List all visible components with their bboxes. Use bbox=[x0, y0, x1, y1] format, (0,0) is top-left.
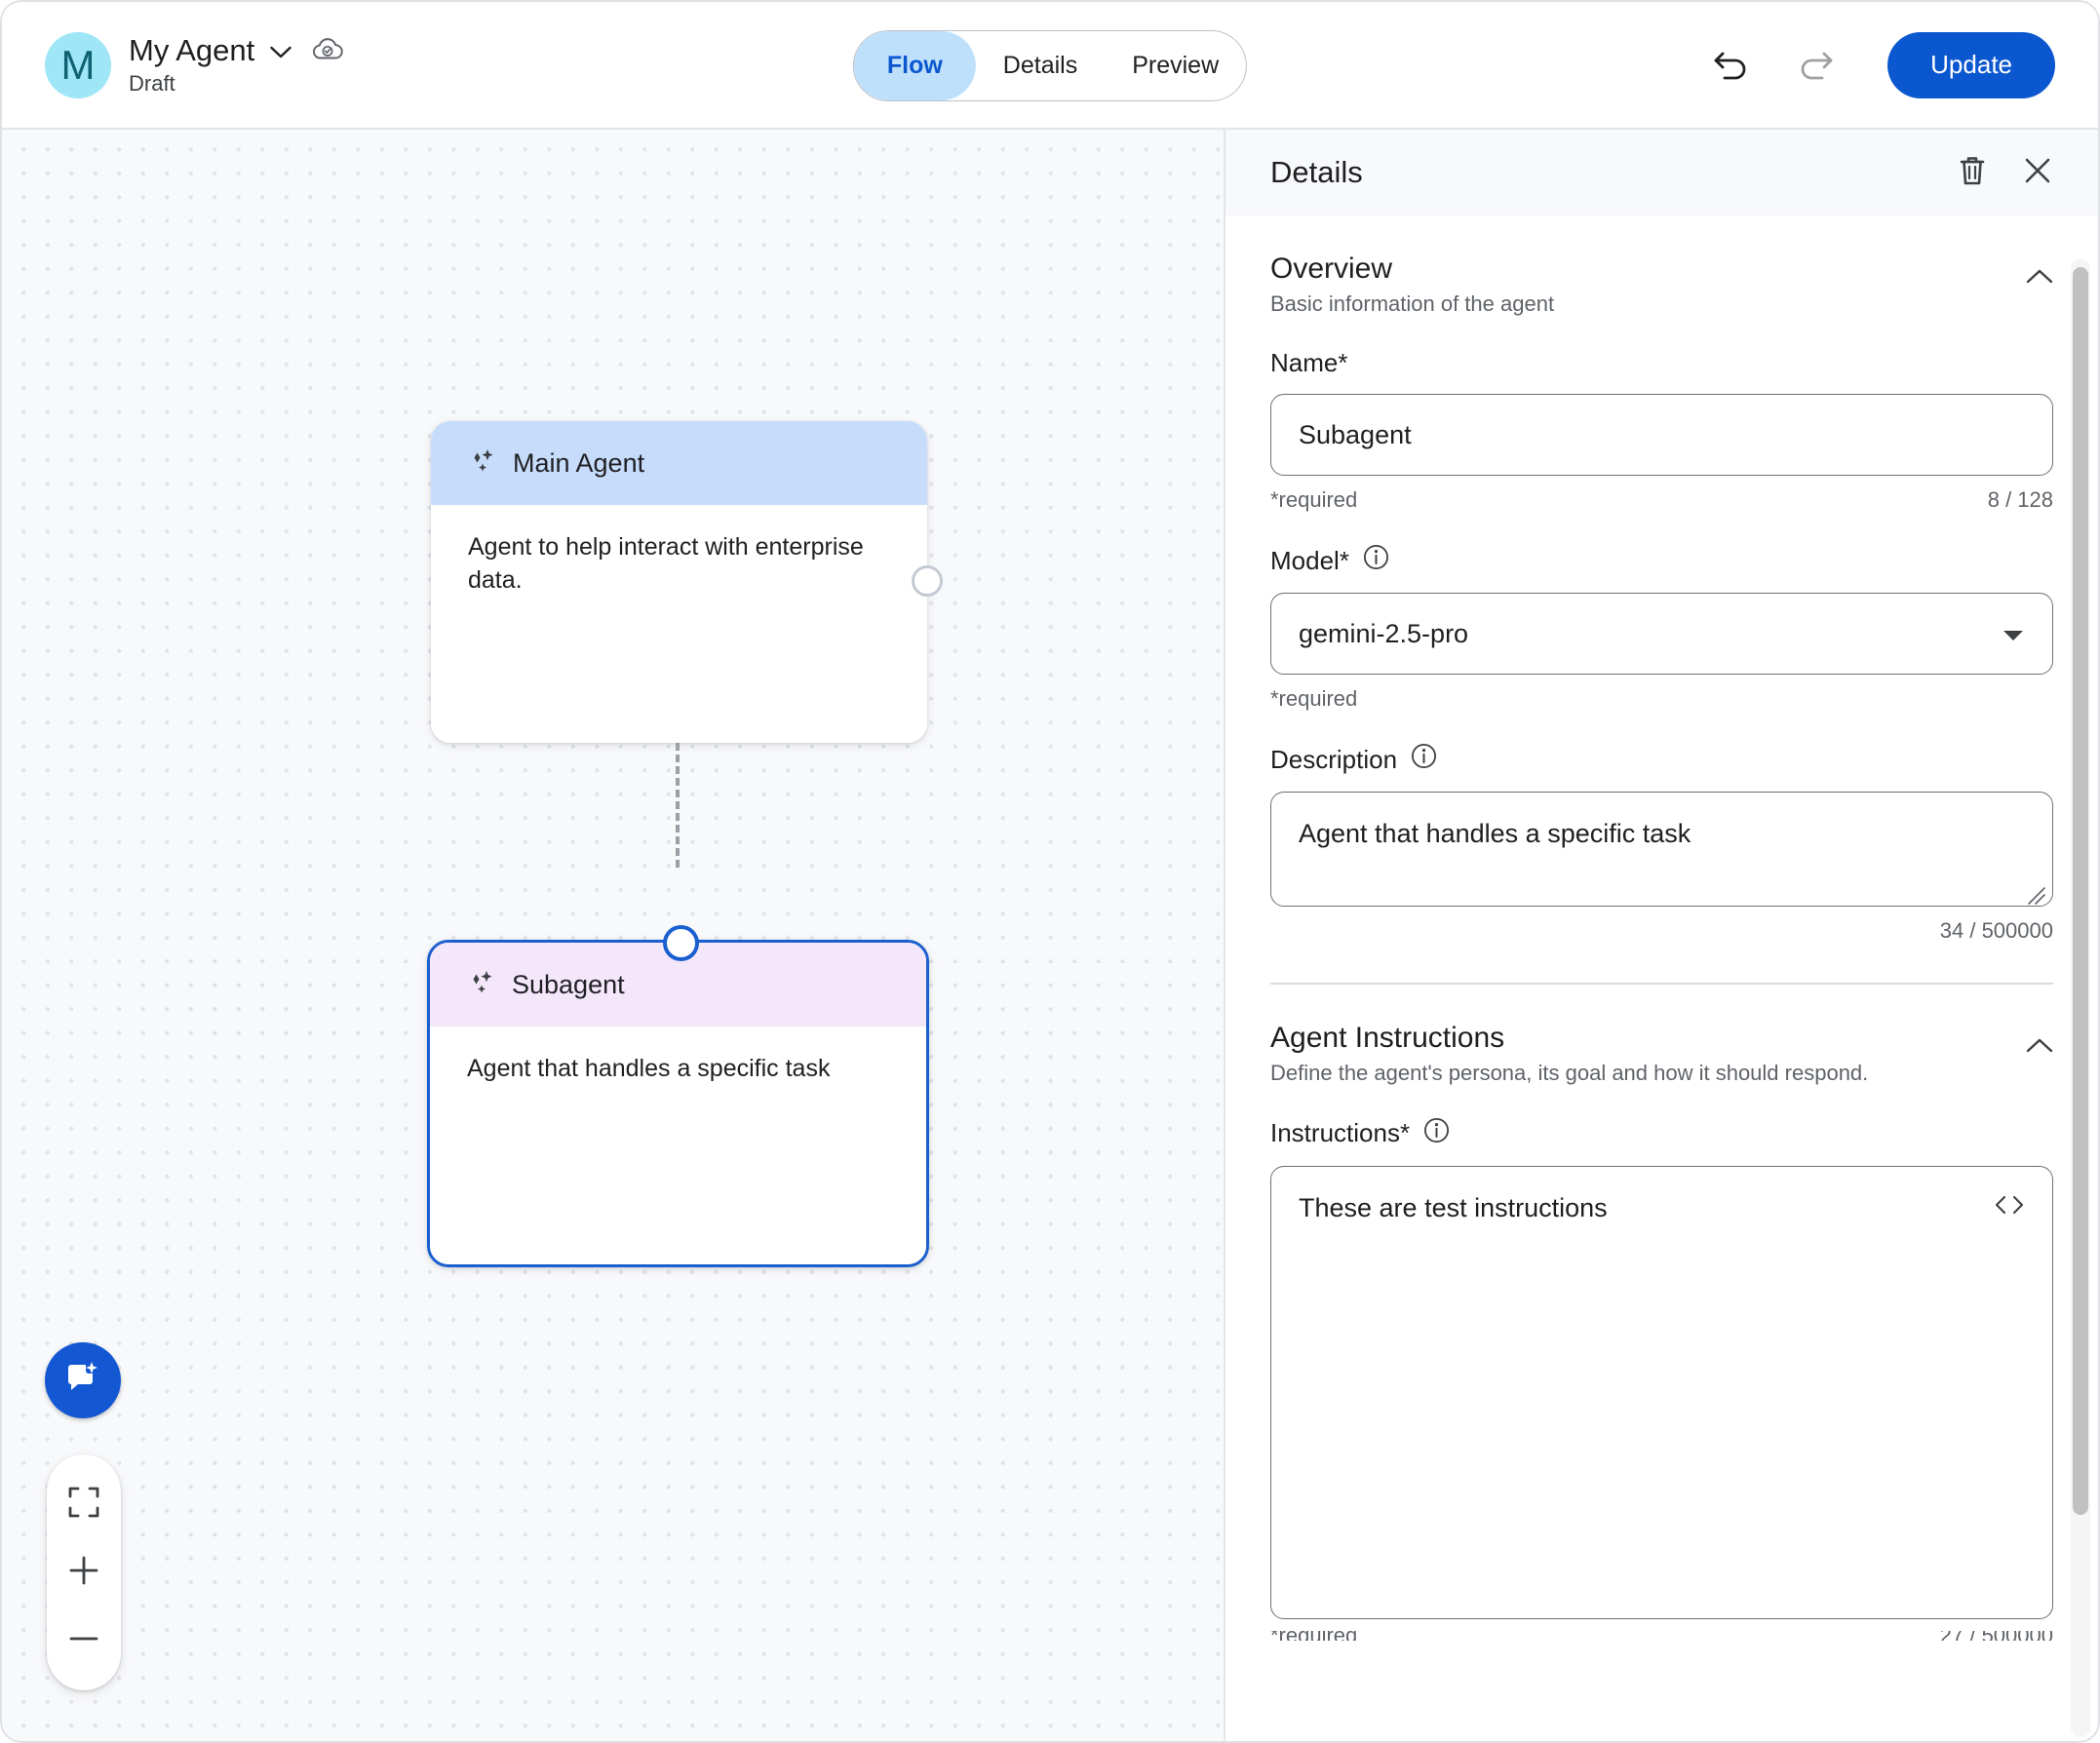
tab-details[interactable]: Details bbox=[1002, 52, 1078, 79]
field-label: Description bbox=[1270, 744, 1398, 774]
field-name: Name* *required 8 / 128 bbox=[1270, 348, 2053, 513]
chevron-up-icon[interactable] bbox=[2026, 1037, 2053, 1059]
section-agent-instructions-header: Agent Instructions Define the agent's pe… bbox=[1270, 985, 2053, 1086]
description-char-counter: 34 / 500000 bbox=[1939, 918, 2053, 943]
caret-down-icon bbox=[2002, 619, 2025, 649]
sparkle-icon bbox=[467, 967, 496, 1003]
model-select[interactable]: gemini-2.5-pro bbox=[1270, 593, 2053, 675]
node-header: Main Agent bbox=[431, 421, 927, 505]
name-input[interactable] bbox=[1270, 394, 2053, 476]
info-icon[interactable] bbox=[1411, 743, 1437, 776]
sparkle-icon bbox=[468, 445, 497, 482]
instructions-char-counter: 27 / 500000 bbox=[1940, 1631, 2053, 1641]
chevron-up-icon[interactable] bbox=[2026, 268, 2053, 290]
close-icon[interactable] bbox=[2022, 155, 2053, 191]
field-instructions: Instructions* These are test instruction… bbox=[1270, 1117, 2053, 1641]
view-tabs: Flow Details Preview bbox=[852, 30, 1248, 101]
instructions-value: These are test instructions bbox=[1299, 1192, 1608, 1222]
section-title: Agent Instructions bbox=[1270, 1021, 1505, 1054]
details-panel: Details bbox=[1224, 130, 2098, 1741]
section-overview-header: Overview Basic information of the agent bbox=[1270, 215, 2053, 317]
cloud-saved-icon bbox=[311, 36, 344, 66]
node-title: Main Agent bbox=[513, 447, 645, 478]
node-title: Subagent bbox=[512, 969, 625, 999]
description-textarea[interactable]: Agent that handles a specific task bbox=[1270, 792, 2053, 907]
name-required-hint: *required bbox=[1270, 487, 1358, 512]
avatar: M bbox=[45, 31, 111, 98]
details-panel-scrollbar[interactable] bbox=[2071, 259, 2090, 1737]
top-bar: M My Agent Draft bbox=[2, 2, 2098, 130]
field-label: Instructions* bbox=[1270, 1118, 1411, 1147]
field-description: Description Agent that handles a specifi… bbox=[1270, 743, 2053, 944]
scrollbar-thumb[interactable] bbox=[2073, 267, 2088, 1515]
info-icon[interactable] bbox=[1423, 1117, 1450, 1150]
resize-handle-icon[interactable] bbox=[2025, 879, 2046, 905]
flow-node-main-agent[interactable]: Main Agent Agent to help interact with e… bbox=[431, 421, 943, 743]
zoom-out-icon bbox=[65, 1620, 102, 1662]
node-handle-right[interactable] bbox=[912, 565, 943, 597]
chevron-down-icon[interactable] bbox=[270, 46, 292, 58]
fit-to-screen-button[interactable] bbox=[47, 1472, 121, 1536]
field-label: Model* bbox=[1270, 545, 1349, 575]
name-char-counter: 8 / 128 bbox=[1987, 487, 2053, 512]
model-required-hint: *required bbox=[1270, 686, 1358, 711]
zoom-in-button[interactable] bbox=[47, 1540, 121, 1605]
info-icon[interactable] bbox=[1363, 544, 1389, 577]
fit-to-screen-icon bbox=[67, 1486, 100, 1524]
node-description: Agent to help interact with enterprise d… bbox=[431, 505, 927, 597]
node-connector bbox=[676, 743, 680, 868]
zoom-out-button[interactable] bbox=[47, 1608, 121, 1673]
details-panel-title: Details bbox=[1270, 155, 1363, 189]
tab-flow[interactable]: Flow bbox=[853, 31, 976, 100]
section-title: Overview bbox=[1270, 252, 1393, 285]
tab-preview[interactable]: Preview bbox=[1132, 52, 1220, 79]
node-description: Agent that handles a specific task bbox=[430, 1026, 926, 1085]
details-panel-body[interactable]: Overview Basic information of the agent … bbox=[1225, 215, 2098, 1741]
chat-assist-button[interactable] bbox=[45, 1342, 121, 1418]
flow-node-subagent[interactable]: Subagent Agent that handles a specific t… bbox=[427, 925, 929, 1267]
node-handle-top[interactable] bbox=[663, 925, 699, 961]
details-panel-header: Details bbox=[1225, 130, 2098, 215]
undo-button[interactable] bbox=[1704, 38, 1759, 93]
model-select-value: gemini-2.5-pro bbox=[1299, 618, 1469, 648]
update-button[interactable]: Update bbox=[1887, 31, 2055, 98]
section-subtitle: Basic information of the agent bbox=[1270, 291, 1555, 316]
canvas-zoom-controls bbox=[47, 1454, 121, 1690]
page-title: My Agent bbox=[129, 32, 255, 67]
instructions-required-hint: *required bbox=[1270, 1631, 1357, 1641]
instructions-textarea[interactable]: These are test instructions bbox=[1270, 1165, 2053, 1619]
top-bar-actions: Update bbox=[1704, 2, 2055, 128]
chat-sparkle-icon bbox=[62, 1358, 103, 1404]
agent-status: Draft bbox=[129, 71, 175, 97]
description-value: Agent that handles a specific task bbox=[1299, 819, 1692, 848]
trash-icon[interactable] bbox=[1958, 154, 1987, 192]
flow-canvas[interactable]: Main Agent Agent to help interact with e… bbox=[2, 130, 1224, 1741]
section-subtitle: Define the agent's persona, its goal and… bbox=[1270, 1060, 1869, 1085]
redo-button[interactable] bbox=[1788, 38, 1843, 93]
field-model: Model* gemini-2.5-pro bbox=[1270, 544, 2053, 712]
zoom-in-icon bbox=[65, 1552, 102, 1594]
field-label: Name* bbox=[1270, 348, 1348, 377]
agent-brand: M My Agent Draft bbox=[45, 31, 344, 98]
code-brackets-icon[interactable] bbox=[1992, 1190, 2027, 1225]
section-divider bbox=[1270, 983, 2053, 985]
